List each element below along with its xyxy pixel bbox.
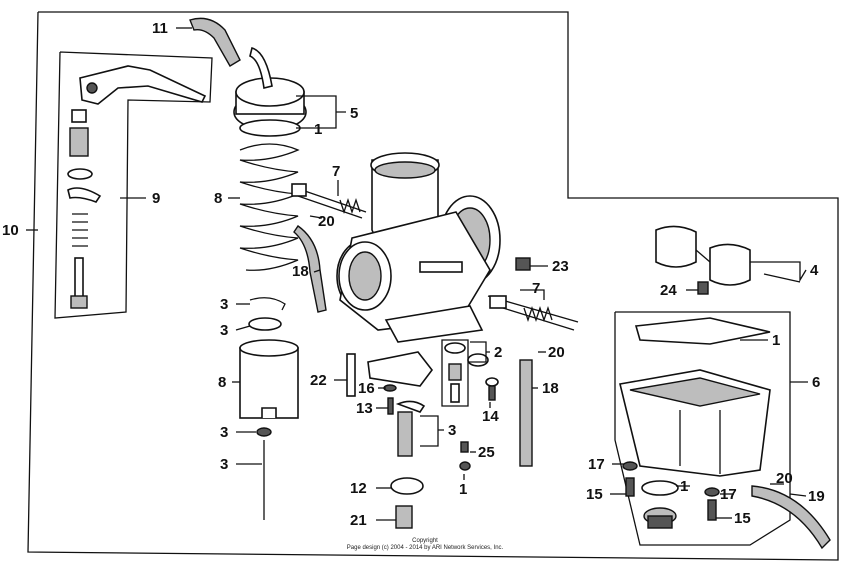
- drain-tube-19: [751, 485, 831, 550]
- callout-1-jet: 1: [459, 481, 467, 498]
- overflow-tube-left: [293, 225, 327, 313]
- callout-17-left: 17: [588, 456, 605, 473]
- callout-7-right: 7: [532, 280, 540, 297]
- float-bowl-bracket: [614, 311, 791, 546]
- needle-clip-and-retainer: [248, 297, 286, 331]
- callout-1-top-gasket: 1: [314, 121, 322, 138]
- callout-9: 9: [152, 190, 160, 207]
- callout-19: 19: [808, 488, 825, 505]
- top-cap: [233, 47, 307, 131]
- idle-screw-springs: [291, 183, 579, 331]
- callout-3-retainer: 3: [220, 322, 228, 339]
- callout-20-right: 20: [776, 470, 793, 487]
- callout-21: 21: [350, 512, 367, 529]
- callout-7-left: 7: [332, 163, 340, 180]
- carburetor-body: [336, 152, 501, 343]
- callout-3-jet: 3: [448, 422, 456, 439]
- callout-15-left: 15: [586, 486, 603, 503]
- small-hardware: [346, 257, 720, 529]
- callout-3-needle: 3: [220, 456, 228, 473]
- callout-1-bowl-gasket: 1: [772, 332, 780, 349]
- throttle-slide: [239, 339, 299, 419]
- callout-3-clip: 3: [220, 296, 228, 313]
- drain-plug-and-oring: [641, 480, 679, 529]
- callout-13: 13: [356, 400, 373, 417]
- top-gasket: [239, 119, 301, 137]
- callout-6: 6: [812, 374, 820, 391]
- copyright-line-2: Page design (c) 2004 - 2014 by ARI Netwo…: [347, 545, 504, 551]
- bowl-gasket: [634, 317, 771, 345]
- throttle-lever: [79, 65, 207, 105]
- callout-5: 5: [350, 105, 358, 122]
- callout-18-left: 18: [292, 263, 309, 280]
- leader-lines: [26, 27, 808, 521]
- callout-22: 22: [310, 372, 327, 389]
- callout-14: 14: [482, 408, 499, 425]
- callout-1-oring: 1: [680, 478, 688, 495]
- callout-8-spring: 8: [214, 190, 222, 207]
- cable-adjuster-stack: [67, 109, 102, 309]
- callout-20-left: 20: [318, 213, 335, 230]
- callout-4: 4: [810, 262, 819, 279]
- callout-16: 16: [358, 380, 375, 397]
- callout-25: 25: [478, 444, 495, 461]
- jet-needle: [256, 427, 272, 520]
- copyright-line-1: Copyright: [412, 538, 438, 544]
- callout-20-mid: 20: [548, 344, 565, 361]
- callout-24: 24: [660, 282, 677, 299]
- assembly-frame: [27, 11, 839, 561]
- callout-12: 12: [350, 480, 367, 497]
- callout-15-right: 15: [734, 510, 751, 527]
- callout-3-washer: 3: [220, 424, 228, 441]
- callout-2: 2: [494, 344, 502, 361]
- float-assembly: [655, 225, 801, 286]
- callout-17-right: 17: [720, 486, 737, 503]
- callout-23: 23: [552, 258, 569, 275]
- callout-11: 11: [152, 20, 168, 37]
- throttle-spring: [239, 143, 300, 271]
- float-bowl: [619, 369, 771, 477]
- callout-8-slide: 8: [218, 374, 226, 391]
- callout-18-right: 18: [542, 380, 559, 397]
- throttle-cable-bracket: [54, 51, 213, 319]
- overflow-tube-right: [519, 359, 533, 467]
- callout-10: 10: [2, 222, 19, 239]
- vent-tube-11: [189, 17, 241, 67]
